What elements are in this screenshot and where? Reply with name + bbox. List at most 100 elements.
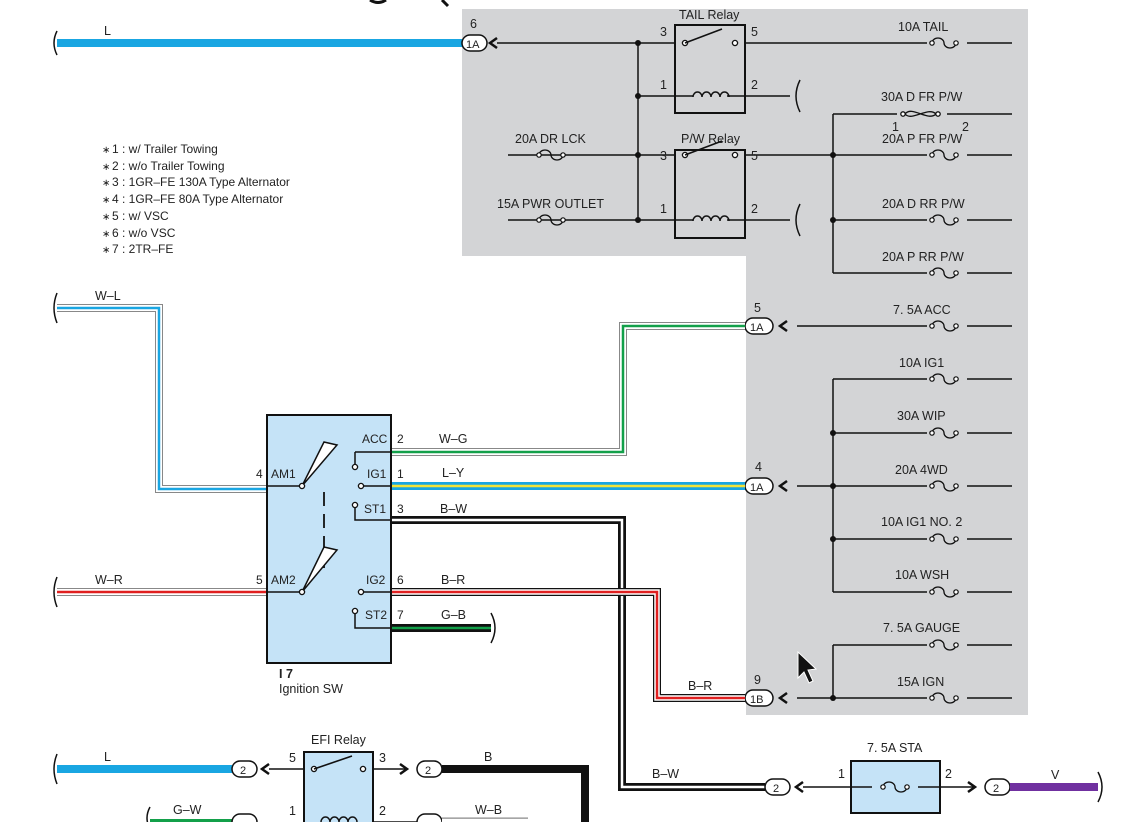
wire-label-B-efi: B bbox=[484, 750, 492, 764]
switch-name: Ignition SW bbox=[279, 682, 343, 696]
svg-text:1: 1 bbox=[838, 767, 845, 781]
efi-relay bbox=[303, 751, 374, 822]
svg-text:ST1: ST1 bbox=[364, 502, 386, 516]
svg-text:3: 3 bbox=[660, 25, 667, 39]
wire-W-G bbox=[391, 324, 745, 454]
wire-label-L-Y: L–Y bbox=[442, 466, 465, 480]
svg-text:2: 2 bbox=[962, 120, 969, 134]
fuse-label-20a-dr-lck: 20A DR LCK bbox=[515, 132, 587, 146]
svg-text:5: 5 bbox=[256, 573, 263, 587]
wire-label-L-efi: L bbox=[104, 750, 111, 764]
svg-text:2: 2 bbox=[751, 202, 758, 216]
svg-text:1A: 1A bbox=[750, 482, 764, 494]
svg-text:AM2: AM2 bbox=[271, 573, 296, 587]
note-item: ∗6 : w/o VSC bbox=[102, 225, 176, 240]
fuse-label-10a-tail: 10A TAIL bbox=[898, 20, 948, 34]
svg-text:2: 2 bbox=[397, 432, 404, 446]
wire-label-W-L: W–L bbox=[95, 289, 121, 303]
wire-B-efi bbox=[442, 765, 589, 822]
option-notes: ∗1 : w/ Trailer Towing ∗2 : w/o Trailer … bbox=[102, 142, 290, 259]
svg-text:3: 3 bbox=[397, 502, 404, 516]
fuse-label-10a-ig1: 10A IG1 bbox=[899, 356, 944, 370]
fuse-label-7-5a-acc: 7. 5A ACC bbox=[893, 303, 951, 317]
svg-text:4: 4 bbox=[256, 467, 263, 481]
svg-text:5: 5 bbox=[754, 301, 761, 315]
fuse-label-20a-d-rr-pw: 20A D RR P/W bbox=[882, 197, 965, 211]
connector-2-efi-left bbox=[231, 760, 258, 778]
svg-text:2: 2 bbox=[425, 765, 431, 777]
svg-text:2: 2 bbox=[240, 765, 246, 777]
fuse-label-20a-p-fr-pw: 20A P FR P/W bbox=[882, 132, 963, 146]
note-item: ∗4 : 1GR–FE 80A Type Alternator bbox=[102, 192, 284, 207]
note-item: ∗7 : 2TR–FE bbox=[102, 242, 174, 257]
note-item: ∗2 : w/o Trailer Towing bbox=[102, 158, 225, 173]
svg-text:2: 2 bbox=[773, 783, 779, 795]
svg-text:3: 3 bbox=[379, 751, 386, 765]
svg-text:1B: 1B bbox=[750, 694, 763, 706]
fuse-label-10a-ig1-no2: 10A IG1 NO. 2 bbox=[881, 515, 962, 529]
svg-text:1A: 1A bbox=[750, 322, 764, 334]
wire-B-R bbox=[391, 590, 745, 700]
fuse-30a-d-fr-pw bbox=[900, 110, 941, 117]
pw-relay bbox=[674, 149, 746, 239]
wire-label-B-R: B–R bbox=[441, 573, 465, 587]
svg-text:3: 3 bbox=[660, 149, 667, 163]
svg-text:1: 1 bbox=[660, 202, 667, 216]
connector-2-sta-left bbox=[764, 778, 791, 796]
tail-relay bbox=[674, 24, 746, 114]
wire-label-W-G: W–G bbox=[439, 432, 467, 446]
wire-B-W bbox=[391, 518, 765, 789]
wire-label-L-top: L bbox=[104, 24, 111, 38]
fuse-label-20a-4wd: 20A 4WD bbox=[895, 463, 948, 477]
svg-text:ACC: ACC bbox=[362, 432, 388, 446]
wire-label-W-B: W–B bbox=[475, 803, 502, 817]
wire-label-G-B: G–B bbox=[441, 608, 466, 622]
relay-title-tail: TAIL Relay bbox=[679, 8, 740, 22]
svg-text:7: 7 bbox=[397, 608, 404, 622]
fuse-label-20a-p-rr-pw: 20A P RR P/W bbox=[882, 250, 964, 264]
svg-text:1: 1 bbox=[397, 467, 404, 481]
svg-text:6: 6 bbox=[397, 573, 404, 587]
wire-W-L bbox=[57, 306, 267, 491]
svg-text:9: 9 bbox=[754, 673, 761, 687]
svg-text:5: 5 bbox=[289, 751, 296, 765]
svg-text:2: 2 bbox=[751, 78, 758, 92]
note-item: ∗3 : 1GR–FE 130A Type Alternator bbox=[102, 175, 290, 190]
note-item: ∗5 : w/ VSC bbox=[102, 208, 169, 223]
wire-label-G-W: G–W bbox=[173, 803, 202, 817]
svg-text:5: 5 bbox=[751, 25, 758, 39]
svg-text:4: 4 bbox=[755, 460, 762, 474]
fuse-label-30a-d-fr-pw: 30A D FR P/W bbox=[881, 90, 962, 104]
relay-title-pw: P/W Relay bbox=[681, 132, 741, 146]
wire-label-B-W: B–W bbox=[440, 502, 467, 516]
mouse-cursor bbox=[797, 650, 818, 684]
svg-text:1: 1 bbox=[289, 804, 296, 818]
wire-label-B-W-bottom: B–W bbox=[652, 767, 679, 781]
svg-text:1: 1 bbox=[660, 78, 667, 92]
note-item: ∗1 : w/ Trailer Towing bbox=[102, 142, 218, 156]
fuse-label-7-5a-gauge: 7. 5A GAUGE bbox=[883, 621, 960, 635]
wire-label-B-R-bottom: B–R bbox=[688, 679, 712, 693]
fuse-label-15a-pwr-outlet: 15A PWR OUTLET bbox=[497, 197, 604, 211]
svg-text:ST2: ST2 bbox=[365, 608, 387, 622]
svg-text:2: 2 bbox=[379, 804, 386, 818]
fuse-label-30a-wip: 30A WIP bbox=[897, 409, 946, 423]
switch-id: I 7 bbox=[279, 667, 293, 681]
svg-text:2: 2 bbox=[993, 783, 999, 795]
svg-text:IG2: IG2 bbox=[366, 573, 386, 587]
svg-text:2: 2 bbox=[945, 767, 952, 781]
wire-label-V: V bbox=[1051, 768, 1060, 782]
svg-text:AM1: AM1 bbox=[271, 467, 296, 481]
ignition-switch bbox=[266, 414, 392, 664]
relay-title-efi: EFI Relay bbox=[311, 733, 367, 747]
wire-label-W-R: W–R bbox=[95, 573, 123, 587]
fuse-label-15a-ign: 15A IGN bbox=[897, 675, 944, 689]
svg-text:1A: 1A bbox=[466, 39, 480, 51]
fuse-label-10a-wsh: 10A WSH bbox=[895, 568, 949, 582]
connector-1A-top bbox=[461, 34, 488, 52]
svg-text:1: 1 bbox=[892, 120, 899, 134]
fuse-label-7-5a-sta: 7. 5A STA bbox=[867, 741, 923, 755]
svg-text:5: 5 bbox=[751, 149, 758, 163]
svg-text:IG1: IG1 bbox=[367, 467, 387, 481]
